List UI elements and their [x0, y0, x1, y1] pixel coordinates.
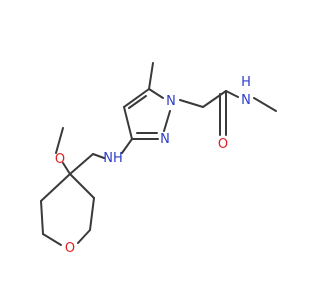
atom-amide-nh-n: N: [241, 93, 251, 108]
bond-group: [40, 62, 277, 246]
atom-labels: N N NH H N O O O: [55, 75, 251, 256]
bond-n2-n1: [163, 110, 171, 132]
bond-amine-ch2: [92, 153, 105, 159]
bond-n1-ch2: [179, 99, 204, 108]
bond-ring-2: [89, 197, 95, 231]
bond-nh-methyl: [253, 97, 277, 112]
atom-amide-nh-h: H: [241, 75, 251, 90]
bond-c5-c4: [123, 88, 150, 108]
bond-ch2-carbonyl: [202, 90, 227, 108]
molecule-diagram: N N NH H N O O O: [40, 62, 277, 256]
bond-ring-6: [40, 173, 71, 202]
bond-c5-methyl: [148, 62, 154, 90]
bond-c3-amine: [121, 138, 133, 154]
bond-c5-n1: [148, 88, 164, 99]
bond-carbonyl-nh: [225, 90, 239, 98]
bond-methoxy-methyl: [55, 127, 64, 154]
bond-ch2-quat: [69, 153, 94, 175]
bond-quat-methoxy-o: [62, 162, 71, 175]
bond-c5-c4-inner: [128, 95, 147, 109]
atom-pyrazole-n2: N: [160, 132, 170, 147]
atom-pyrazole-n1: N: [166, 94, 176, 109]
bond-ring-4: [42, 233, 62, 246]
atom-amine-nh: NH: [103, 151, 123, 166]
atom-ring-o: O: [65, 241, 75, 256]
atom-carbonyl-o: O: [218, 137, 228, 152]
atom-methoxy-o: O: [55, 152, 65, 167]
bond-ring-1: [69, 173, 95, 199]
bond-ring-3: [77, 229, 91, 244]
bond-ring-5: [40, 200, 44, 235]
bond-c4-c3: [123, 106, 133, 140]
